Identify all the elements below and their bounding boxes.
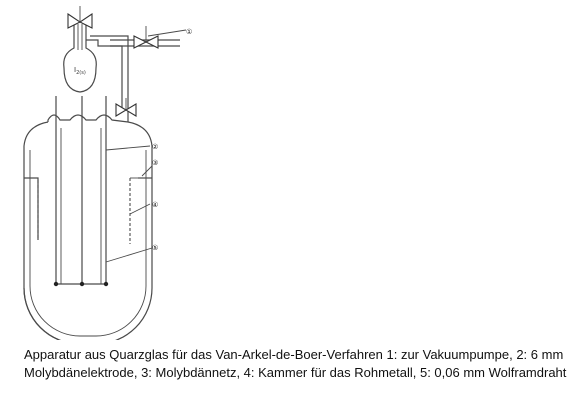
marker-2: ② (152, 143, 158, 151)
van-arkel-apparatus-diagram: I2(s) (23, 6, 192, 340)
svg-text:⑤: ⑤ (152, 244, 158, 252)
flask-label: I2(s) (74, 66, 86, 76)
marker-1: ① (186, 28, 192, 36)
iodine-flask: I2(s) (63, 24, 97, 93)
vessel-valve (115, 98, 137, 117)
svg-text:①: ① (186, 28, 192, 36)
molybdenum-electrodes (55, 96, 107, 284)
vacuum-valve (133, 26, 159, 49)
marker-4: ④ (152, 201, 158, 209)
leader-lines (105, 29, 187, 263)
svg-text:④: ④ (152, 201, 158, 209)
crude-metal-chamber (24, 177, 152, 244)
svg-text:③: ③ (152, 159, 158, 167)
flask-valve (67, 6, 93, 29)
quartz-vessel (23, 114, 153, 340)
svg-text:②: ② (152, 143, 158, 151)
marker-5: ⑤ (152, 244, 158, 252)
marker-3: ③ (152, 159, 158, 167)
figure-caption: Apparatur aus Quarzglas für das Van-Arke… (24, 347, 567, 380)
tungsten-wire (53, 281, 109, 287)
